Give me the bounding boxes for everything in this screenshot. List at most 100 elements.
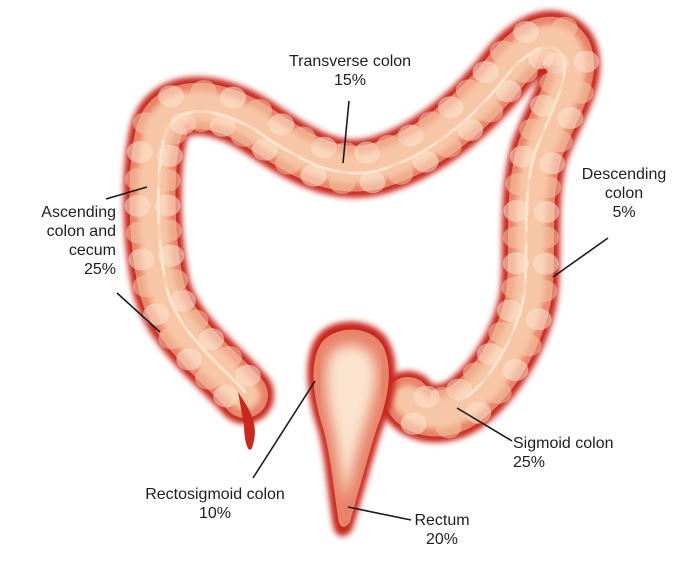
haustra-bump: [195, 368, 221, 390]
haustra-bump: [398, 125, 424, 147]
haustra-bump: [526, 308, 552, 330]
haustra-bump: [488, 322, 514, 344]
haustra-bump: [496, 80, 522, 102]
label-descending-colon: Descending colon 5%: [562, 165, 686, 222]
haustra-bump: [360, 171, 386, 193]
label-rectosigmoid-colon: Rectosigmoid colon 10%: [110, 485, 320, 523]
haustra-bump: [387, 163, 413, 185]
haustra-bump: [246, 99, 272, 121]
haustra-bump: [505, 173, 531, 195]
haustra-bump: [231, 125, 257, 147]
haustra-bump: [477, 343, 503, 365]
haustra-bump: [490, 41, 516, 63]
haustra-bump: [557, 107, 583, 129]
haustra-bump: [162, 269, 188, 291]
label-transverse-colon: Transverse colon 15%: [250, 52, 450, 90]
haustra-bump: [414, 386, 440, 408]
descending-line1: Descending: [562, 165, 686, 184]
haustra-bump: [573, 51, 599, 73]
ascending-line1: Ascending: [2, 203, 116, 222]
haustra-bump: [503, 252, 529, 274]
haustra-bump: [401, 413, 427, 435]
haustra-bump: [158, 245, 184, 267]
descending-line2: colon: [562, 184, 686, 203]
haustra-bump: [176, 349, 202, 371]
haustra-bump: [170, 290, 196, 312]
haustra-bump: [329, 172, 355, 194]
haustra-bump: [158, 85, 184, 107]
haustra-bump: [436, 136, 462, 158]
haustra-bump: [268, 113, 294, 135]
haustra-bump: [531, 280, 557, 302]
haustra-bump: [497, 300, 523, 322]
haustra-bump: [213, 386, 239, 408]
haustra-bump: [275, 153, 301, 175]
haustra-bump: [503, 227, 529, 249]
haustra-bump: [513, 21, 539, 43]
transverse-percent: 15%: [250, 71, 450, 90]
haustra-bump: [519, 119, 545, 141]
transverse-name: Transverse colon: [250, 52, 450, 71]
haustra-bump: [535, 176, 561, 198]
ascending-line3: cecum: [2, 241, 116, 260]
haustra-bump: [502, 277, 528, 299]
haustra-bump: [216, 346, 242, 368]
rectosigmoid-name: Rectosigmoid colon: [110, 485, 320, 504]
haustra-bump: [486, 382, 512, 404]
haustra-bump: [503, 200, 529, 222]
haustra-bump: [158, 328, 184, 350]
haustra-bump: [456, 79, 482, 101]
haustra-bump: [533, 253, 559, 275]
haustra-bump: [516, 335, 542, 357]
haustra-bump: [220, 87, 246, 109]
haustra-bump: [198, 328, 224, 350]
haustra-bump: [539, 72, 565, 94]
haustra-bump: [155, 169, 181, 191]
haustra-bump: [543, 52, 569, 74]
haustra-bump: [235, 365, 261, 387]
haustra-bump: [418, 111, 444, 133]
haustra-bump: [473, 61, 499, 83]
haustra-bump: [436, 416, 462, 438]
ascending-percent: 25%: [2, 260, 116, 279]
haustra-bump: [510, 146, 536, 168]
haustra-bump: [477, 100, 503, 122]
haustra-bump: [125, 168, 151, 190]
haustra-bump: [133, 275, 159, 297]
haustra-bump: [252, 139, 278, 161]
haustra-bump: [502, 359, 528, 381]
haustra-bump: [125, 195, 151, 217]
rectum-percent: 20%: [402, 530, 482, 549]
haustra-bump: [129, 249, 155, 271]
ascending-line2: colon and: [2, 222, 116, 241]
label-ascending-colon: Ascending colon and cecum 25%: [2, 203, 116, 279]
haustra-bump: [156, 220, 182, 242]
haustra-bump: [547, 130, 573, 152]
haustra-bump: [182, 310, 208, 332]
haustra-bump: [155, 195, 181, 217]
haustra-bump: [127, 141, 153, 163]
haustra-bump: [133, 112, 159, 134]
haustra-bump: [413, 151, 439, 173]
label-rectum: Rectum 20%: [402, 511, 482, 549]
rectum-illustration: [307, 322, 395, 537]
haustra-bump: [552, 17, 578, 39]
rectum-name: Rectum: [402, 511, 482, 530]
haustra-bump: [126, 222, 152, 244]
haustra-bump: [143, 303, 169, 325]
sigmoid-name: Sigmoid colon: [513, 434, 663, 453]
sigmoid-percent: 25%: [513, 453, 663, 472]
haustra-bump: [457, 119, 483, 141]
haustra-bump: [301, 165, 327, 187]
haustra-bump: [568, 82, 594, 104]
haustra-bump: [157, 145, 183, 167]
haustra-bump: [533, 227, 559, 249]
haustra-bump: [533, 201, 559, 223]
leader-descending: [553, 238, 608, 277]
haustra-bump: [530, 95, 556, 117]
rectosigmoid-percent: 10%: [110, 504, 320, 523]
label-sigmoid-colon: Sigmoid colon 25%: [513, 434, 663, 472]
haustra-bump: [191, 80, 217, 102]
haustra-bump: [438, 96, 464, 118]
descending-percent: 5%: [562, 203, 686, 222]
